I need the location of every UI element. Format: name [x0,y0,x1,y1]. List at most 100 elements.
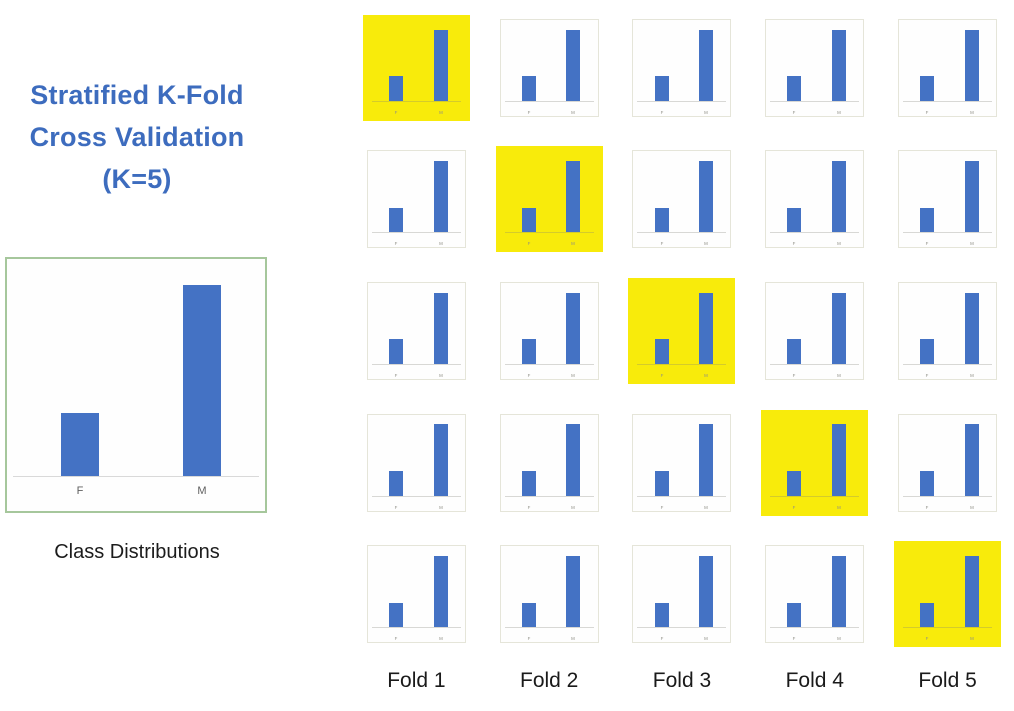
mini-x-tick-label-f: F [394,504,398,510]
mini-x-tick-label-f: F [925,109,929,115]
fold-cell-wrap: F M [748,265,881,397]
mini-x-tick-label-m: M [837,636,841,642]
mini-bar-f [787,207,802,233]
mini-x-tick-label-f: F [925,241,929,247]
mini-bar-m [699,424,714,496]
fold-cell-wrap: F M [350,397,483,529]
fold-cell-r5-c1: F M [366,545,466,644]
fold-cell-wrap: F M [748,134,881,266]
fold-cell-r3-c3: F M [628,277,736,384]
mini-bar-m [964,555,979,628]
mini-bar-f [521,76,536,101]
bar-f [61,413,99,476]
mini-x-tick-label-m: M [571,109,576,115]
mini-x-tick-label-f: F [527,636,531,642]
mini-bar-m [699,29,714,101]
mini-x-tick-label-m: M [970,373,974,378]
fold-cell-r2-c3: F M [632,150,732,249]
fold-cell-wrap: F M [748,528,881,660]
fold-cell-r1-c4: F M [765,18,865,117]
page-title: Stratified K-Fold Cross Validation (K=5) [0,74,274,200]
fold-cell-wrap: F M [483,265,616,397]
mini-x-tick-label-f: F [660,241,663,247]
mini-x-axis-line [770,100,860,102]
mini-bar-m [566,424,581,496]
mini-bar-f [389,602,404,628]
mini-x-tick-label-f: F [527,373,531,378]
mini-x-tick-label-m: M [438,373,443,378]
title-line-2: Cross Validation [29,122,245,152]
fold-label-1: Fold 1 [387,669,446,692]
fold-cell-wrap: F M [748,397,881,529]
mini-bar-m [433,424,448,496]
fold-cell-wrap: F M [483,2,616,134]
fold-cell-r4-c3: F M [632,413,732,512]
mini-bar-m [699,555,714,628]
mini-x-tick-label-f: F [660,109,663,115]
mini-bar-m [699,292,714,364]
fold-cell-r2-c4: F M [765,150,865,249]
mini-bar-f [654,471,669,496]
mini-x-tick-label-f: F [527,504,531,510]
mini-x-axis-line [504,495,594,497]
mini-x-tick-label-f: F [793,504,796,510]
fold-label-3: Fold 3 [652,669,712,692]
mini-bar-f [920,76,935,101]
mini-x-tick-label-m: M [704,241,709,247]
fold-cell-r2-c1: F M [366,150,466,249]
fold-cell-wrap: F M [483,397,616,529]
mini-x-tick-label-m: M [970,504,974,510]
fold-cell-r5-c4: F M [765,545,865,644]
mini-x-axis-line [504,232,594,234]
mini-x-axis-line [770,363,860,365]
mini-x-axis-line [770,232,860,234]
x-axis-line [13,476,259,477]
title-line-1: Stratified K-Fold [30,80,244,110]
mini-bar-f [787,76,802,101]
mini-x-axis-line [504,363,594,365]
mini-bar-f [920,602,935,628]
mini-x-axis-line [637,495,727,497]
mini-bar-f [787,471,802,496]
mini-x-tick-label-f: F [394,636,398,642]
mini-bar-m [433,555,448,628]
x-tick-label-f: F [76,485,84,497]
fold-cell-r1-c2: F M [499,18,599,117]
mini-bar-m [566,29,581,101]
fold-label-4: Fold 4 [785,669,844,692]
fold-cell-wrap: F M [350,134,483,266]
mini-x-tick-label-f: F [394,109,398,115]
mini-bar-m [832,161,847,233]
mini-x-axis-line [371,627,461,629]
mini-bar-m [433,29,448,101]
mini-x-axis-line [770,495,860,497]
mini-bar-f [389,339,404,364]
fold-cell-r4-c5: F M [898,413,998,512]
fold-cell-r2-c2: F M [495,146,603,253]
mini-bar-f [654,76,669,101]
mini-bar-f [521,602,536,628]
mini-x-axis-line [637,627,727,629]
mini-x-tick-label-m: M [970,109,974,115]
mini-x-axis-line [903,100,993,102]
mini-bar-m [964,29,979,101]
fold-cell-wrap: F M [350,528,483,660]
mini-bar-f [521,339,536,364]
mini-x-axis-line [504,627,594,629]
mini-x-tick-label-m: M [438,241,443,247]
mini-x-tick-label-m: M [571,373,576,378]
mini-x-tick-label-m: M [438,636,443,642]
fold-cell-wrap: F M [881,265,1014,397]
fold-cell-wrap: F M [616,134,749,266]
fold-cell-r1-c5: F M [898,18,998,117]
mini-bar-m [964,161,979,233]
class-distribution-caption: Class Distributions [54,541,220,563]
mini-x-tick-label-f: F [793,241,796,247]
fold-label-2: Fold 2 [520,669,579,692]
mini-x-tick-label-f: F [793,636,796,642]
fold-labels-row: Fold 1 Fold 2 Fold 3 Fold 4 Fold 5 [350,669,1014,693]
mini-bar-f [920,339,935,364]
mini-bar-f [654,602,669,628]
mini-x-tick-label-f: F [660,504,663,510]
class-distribution-chart: F M [5,257,267,513]
